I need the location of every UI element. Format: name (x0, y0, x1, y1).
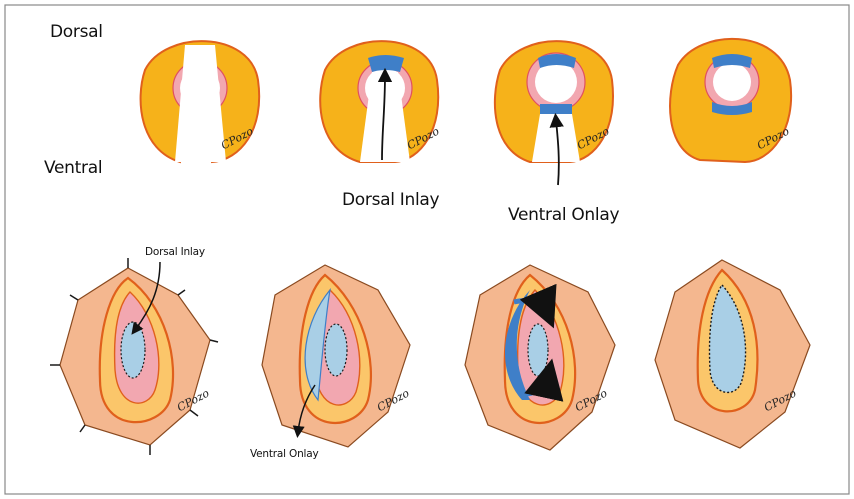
cross-section-2 (319, 40, 440, 163)
label-ventral-onlay-top: Ventral Onlay (508, 205, 620, 225)
label-dorsal-inlay-bottom: Dorsal Inlay (145, 246, 205, 258)
label-ventral: Ventral (44, 158, 103, 178)
label-dorsal-inlay-top: Dorsal Inlay (342, 190, 440, 210)
cross-section-3 (493, 40, 614, 186)
label-dorsal: Dorsal (50, 22, 103, 42)
label-ventral-onlay-bottom: Ventral Onlay (250, 448, 319, 460)
cross-section-1 (139, 40, 261, 164)
open-view-3 (464, 264, 616, 451)
cross-section-4 (669, 37, 793, 164)
open-view-4 (654, 259, 811, 449)
open-view-2 (261, 264, 411, 448)
open-view-1 (50, 258, 219, 455)
